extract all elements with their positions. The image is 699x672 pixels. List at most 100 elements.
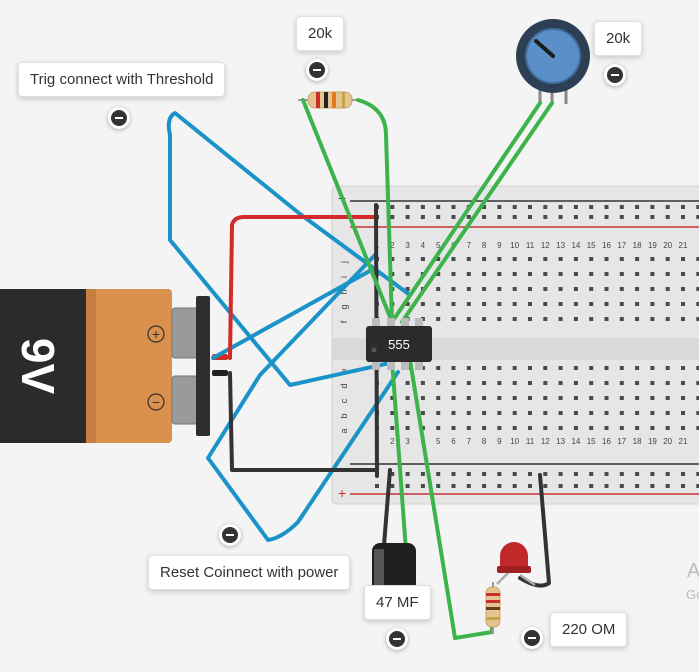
breadboard-hole[interactable]: [466, 381, 471, 385]
breadboard-hole[interactable]: [528, 205, 532, 209]
breadboard-hole[interactable]: [650, 381, 655, 385]
breadboard-hole[interactable]: [619, 317, 624, 321]
breadboard-hole[interactable]: [512, 381, 517, 385]
breadboard-hole[interactable]: [497, 396, 502, 400]
black-wire[interactable]: [228, 371, 378, 472]
breadboard-hole[interactable]: [497, 317, 502, 321]
breadboard-hole[interactable]: [528, 472, 532, 476]
breadboard-hole[interactable]: [619, 411, 624, 415]
breadboard-hole[interactable]: [497, 472, 502, 476]
breadboard-hole[interactable]: [635, 257, 640, 261]
breadboard-hole[interactable]: [543, 257, 548, 261]
breadboard-hole[interactable]: [466, 215, 471, 219]
breadboard-hole[interactable]: [619, 396, 624, 400]
breadboard-hole[interactable]: [573, 215, 578, 219]
breadboard-hole[interactable]: [528, 317, 532, 321]
breadboard-hole[interactable]: [558, 257, 563, 261]
breadboard-hole[interactable]: [466, 411, 471, 415]
breadboard-hole[interactable]: [482, 426, 487, 430]
breadboard-hole[interactable]: [420, 381, 425, 385]
breadboard-hole[interactable]: [436, 472, 441, 476]
breadboard-hole[interactable]: [482, 472, 487, 476]
breadboard-hole[interactable]: [619, 426, 624, 430]
breadboard-hole[interactable]: [390, 215, 395, 219]
breadboard-hole[interactable]: [589, 484, 594, 488]
breadboard-hole[interactable]: [436, 215, 441, 219]
breadboard-hole[interactable]: [390, 426, 395, 430]
breadboard-hole[interactable]: [665, 381, 670, 385]
breadboard-hole[interactable]: [405, 472, 410, 476]
breadboard-hole[interactable]: [482, 257, 487, 261]
breadboard-hole[interactable]: [650, 396, 655, 400]
breadboard-hole[interactable]: [451, 472, 456, 476]
breadboard-hole[interactable]: [436, 205, 441, 209]
breadboard-hole[interactable]: [619, 381, 624, 385]
breadboard-hole[interactable]: [650, 317, 655, 321]
breadboard-hole[interactable]: [696, 257, 699, 261]
breadboard-hole[interactable]: [512, 396, 517, 400]
breadboard-hole[interactable]: [604, 366, 609, 370]
breadboard-hole[interactable]: [604, 205, 609, 209]
breadboard-hole[interactable]: [650, 257, 655, 261]
breadboard-hole[interactable]: [405, 426, 410, 430]
breadboard-hole[interactable]: [589, 302, 594, 306]
green-wire[interactable]: [301, 98, 394, 324]
breadboard-hole[interactable]: [543, 396, 548, 400]
breadboard-hole[interactable]: [451, 484, 456, 488]
breadboard-hole[interactable]: [482, 215, 487, 219]
breadboard-hole[interactable]: [650, 205, 655, 209]
breadboard-hole[interactable]: [420, 484, 425, 488]
breadboard-hole[interactable]: [573, 272, 578, 276]
led-red[interactable]: [496, 542, 536, 587]
breadboard-hole[interactable]: [696, 317, 699, 321]
breadboard-hole[interactable]: [573, 366, 578, 370]
breadboard-hole[interactable]: [635, 215, 640, 219]
breadboard-hole[interactable]: [482, 366, 487, 370]
breadboard-hole[interactable]: [390, 396, 395, 400]
blue-wire[interactable]: [211, 266, 377, 360]
blue-wire[interactable]: [206, 253, 400, 542]
breadboard-hole[interactable]: [405, 205, 410, 209]
breadboard-hole[interactable]: [635, 317, 640, 321]
breadboard-hole[interactable]: [604, 257, 609, 261]
breadboard-hole[interactable]: [466, 287, 471, 291]
breadboard-hole[interactable]: [512, 205, 517, 209]
breadboard-hole[interactable]: [681, 426, 685, 430]
breadboard-hole[interactable]: [589, 205, 594, 209]
breadboard-hole[interactable]: [482, 272, 487, 276]
breadboard-hole[interactable]: [405, 484, 410, 488]
breadboard-hole[interactable]: [681, 257, 685, 261]
breadboard-hole[interactable]: [390, 205, 395, 209]
breadboard-hole[interactable]: [420, 205, 425, 209]
breadboard-hole[interactable]: [420, 215, 425, 219]
breadboard-hole[interactable]: [558, 484, 563, 488]
blue-wire[interactable]: [166, 111, 412, 387]
breadboard-hole[interactable]: [635, 302, 640, 306]
breadboard-hole[interactable]: [543, 484, 548, 488]
breadboard-hole[interactable]: [436, 257, 441, 261]
breadboard-hole[interactable]: [619, 205, 624, 209]
breadboard-hole[interactable]: [573, 411, 578, 415]
breadboard-hole[interactable]: [635, 272, 640, 276]
breadboard-hole[interactable]: [528, 396, 532, 400]
breadboard-hole[interactable]: [405, 396, 410, 400]
breadboard-hole[interactable]: [604, 396, 609, 400]
breadboard-hole[interactable]: [681, 272, 685, 276]
breadboard-hole[interactable]: [696, 215, 699, 219]
breadboard-hole[interactable]: [650, 411, 655, 415]
breadboard-hole[interactable]: [589, 411, 594, 415]
breadboard-hole[interactable]: [665, 257, 670, 261]
led-resistor-remove-icon[interactable]: [521, 627, 543, 649]
breadboard-hole[interactable]: [543, 205, 548, 209]
breadboard-hole[interactable]: [482, 287, 487, 291]
breadboard-hole[interactable]: [543, 366, 548, 370]
breadboard-hole[interactable]: [451, 215, 456, 219]
breadboard-hole[interactable]: [512, 472, 517, 476]
breadboard-hole[interactable]: [619, 272, 624, 276]
breadboard-hole[interactable]: [558, 472, 563, 476]
breadboard-hole[interactable]: [390, 484, 395, 488]
black-wire[interactable]: [518, 473, 551, 588]
breadboard-hole[interactable]: [497, 484, 502, 488]
breadboard-hole[interactable]: [436, 302, 441, 306]
breadboard-hole[interactable]: [436, 287, 441, 291]
